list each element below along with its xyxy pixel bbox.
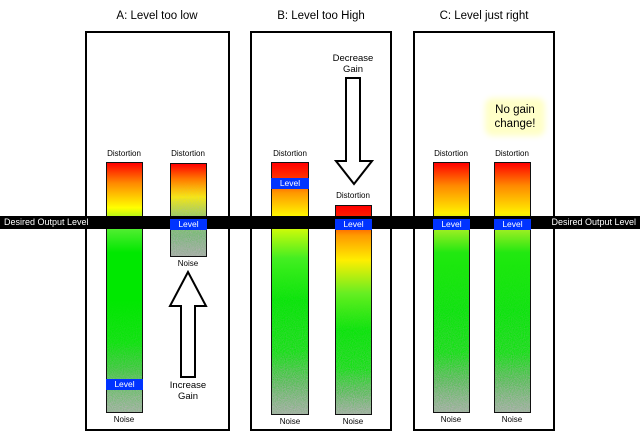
level-marker: Level (494, 219, 531, 230)
level-bar-b1: Level (271, 162, 309, 415)
noise-label: Noise (440, 415, 462, 424)
noise-label: Noise (177, 259, 199, 268)
distortion-label: Distortion (434, 149, 468, 158)
panel-a-title: A: Level too low (116, 10, 198, 22)
level-marker: Level (106, 379, 143, 390)
decrease-gain-label: Decrease Gain (332, 53, 374, 75)
desired-output-level-band (0, 216, 640, 229)
distortion-label: Distortion (273, 149, 307, 158)
noise-label: Noise (113, 415, 135, 424)
panel-b-title: B: Level too High (277, 10, 365, 22)
distortion-label: Distortion (107, 149, 141, 158)
desired-output-level-label-right: Desired Output Level (551, 217, 636, 227)
distortion-label: Distortion (495, 149, 529, 158)
increase-gain-arrow-icon (168, 270, 208, 378)
level-bar-b2: Level (335, 205, 372, 415)
noise-texture (336, 206, 371, 414)
level-bar-a1: Level (106, 162, 143, 413)
no-gain-change-annotation: No gain change! (490, 103, 540, 131)
level-marker: Level (271, 178, 309, 189)
noise-label: Noise (342, 417, 364, 426)
level-marker: Level (335, 219, 372, 230)
level-bar-a2: Level (170, 163, 207, 257)
distortion-label: Distortion (171, 149, 205, 158)
noise-texture (434, 163, 469, 412)
distortion-label: Distortion (336, 191, 370, 200)
desired-output-level-label-left: Desired Output Level (4, 217, 89, 227)
increase-gain-label: Increase Gain (169, 380, 207, 402)
noise-label: Noise (501, 415, 523, 424)
level-marker: Level (433, 219, 470, 230)
noise-texture (272, 163, 308, 414)
panel-c-title: C: Level just right (439, 10, 529, 22)
decrease-gain-arrow-icon (334, 77, 374, 186)
noise-label: Noise (279, 417, 301, 426)
level-marker: Level (170, 219, 207, 230)
noise-texture (171, 164, 206, 256)
level-bar-c2: Level (494, 162, 531, 413)
noise-texture (107, 163, 142, 412)
level-bar-c1: Level (433, 162, 470, 413)
noise-texture (495, 163, 530, 412)
